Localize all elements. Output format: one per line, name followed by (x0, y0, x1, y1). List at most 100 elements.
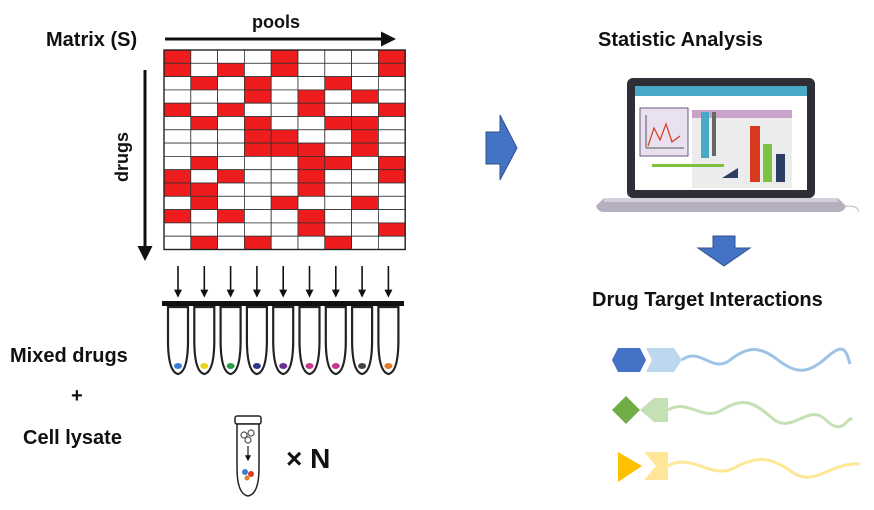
matrix-cell (163, 155, 192, 171)
test-tube-icon (193, 305, 216, 376)
matrix-cell (243, 209, 272, 224)
matrix-cell (270, 235, 299, 250)
matrix-cell-filled (163, 209, 192, 224)
matrix-cell (243, 102, 272, 117)
pools-label: pools (252, 12, 300, 32)
matrix-cell (324, 89, 352, 104)
matrix-cell-filled (243, 235, 272, 250)
matrix-cell (324, 102, 352, 117)
matrix-cell (243, 62, 272, 77)
matrix-cell (190, 49, 219, 64)
matrix-cell-filled (324, 235, 352, 250)
matrix-cell-filled (190, 195, 219, 211)
matrix-cell (217, 222, 245, 237)
matrix-cell (270, 209, 299, 224)
matrix-cell (324, 182, 352, 197)
matrix-cell (297, 235, 326, 250)
down-arrow-icon (696, 235, 752, 267)
matrix-cell-filled (270, 142, 299, 157)
matrix-cell-filled (163, 182, 192, 197)
tube-rack (162, 301, 404, 376)
matrix-cell (190, 102, 219, 117)
matrix-cell (351, 222, 379, 237)
matrix-cell (163, 89, 192, 104)
matrix-cell (163, 116, 192, 131)
drug-pool-matrix (163, 49, 406, 251)
matrix-cell-filled (324, 116, 352, 131)
tube-sample-dot (331, 363, 340, 369)
test-tube-icon (234, 415, 262, 497)
matrix-cell (324, 169, 352, 184)
matrix-cell (270, 222, 299, 237)
matrix-cell (377, 142, 406, 157)
matrix-cell-filled (190, 235, 219, 250)
matrix-cell (270, 116, 299, 131)
matrix-cell (324, 142, 352, 157)
matrix-cell-filled (190, 155, 219, 171)
test-tube-icon (166, 305, 190, 376)
matrix-cell (243, 222, 272, 237)
matrix-cell-filled (297, 89, 326, 104)
matrix-cell (377, 76, 406, 91)
matrix-cell (217, 116, 245, 131)
matrix-cell-filled (163, 62, 192, 77)
matrix-cell-filled (270, 195, 299, 211)
matrix-cell (377, 116, 406, 131)
matrix-cell (190, 142, 219, 157)
matrix-cell (217, 49, 245, 64)
matrix-cell (270, 155, 299, 171)
matrix-cell (297, 49, 326, 64)
matrix-cell (190, 89, 219, 104)
test-tube-icon (245, 305, 268, 376)
cell-lysate-label: Cell lysate (23, 427, 122, 449)
matrix-cell-filled (217, 209, 245, 224)
matrix-cell-filled (217, 169, 245, 184)
matrix-cell-filled (243, 76, 272, 91)
drug-target-interaction-icon (612, 347, 852, 372)
matrix-cell-filled (351, 195, 379, 211)
pool-arrows (174, 266, 393, 298)
matrix-cell (217, 89, 245, 104)
matrix-cell (270, 169, 299, 184)
matrix-cell (270, 182, 299, 197)
drug-target-interaction-icon (612, 396, 854, 429)
matrix-cell-filled (243, 89, 272, 104)
matrix-cell-filled (163, 102, 192, 117)
matrix-cell-filled (217, 62, 245, 77)
matrix-cell (351, 169, 379, 184)
laptop-icon (596, 78, 859, 213)
matrix-cell (163, 129, 192, 144)
test-tube-icon (351, 305, 374, 376)
matrix-cell (377, 89, 406, 104)
matrix-cell (351, 49, 379, 64)
matrix-cell-filled (324, 155, 352, 171)
matrix-cell (377, 129, 406, 144)
matrix-cell (217, 76, 245, 91)
matrix-cell (243, 195, 272, 211)
matrix-cell-filled (243, 129, 272, 144)
plus-label: + (71, 385, 83, 407)
test-tube-icon (324, 305, 347, 376)
matrix-cell (243, 155, 272, 171)
matrix-cell-filled (270, 49, 299, 64)
matrix-cell-filled (270, 62, 299, 77)
tube-sample-dot (174, 363, 182, 369)
tube-sample-dot (358, 363, 367, 369)
matrix-cell (217, 195, 245, 211)
tube-sample-dot (305, 363, 314, 369)
tube-sample-dot (200, 363, 209, 369)
matrix-cell (351, 155, 379, 171)
matrix-cell-filled (163, 169, 192, 184)
matrix-cell (217, 129, 245, 144)
matrix-cell-filled (351, 89, 379, 104)
matrix-cell (297, 129, 326, 144)
matrix-cell (190, 62, 219, 77)
matrix-cell (324, 209, 352, 224)
matrix-cell (163, 76, 192, 91)
matrix-border (163, 49, 406, 251)
matrix-cell (324, 62, 352, 77)
matrix-cell-filled (190, 182, 219, 197)
matrix-cell-filled (243, 142, 272, 157)
matrix-cell-filled (377, 169, 406, 184)
